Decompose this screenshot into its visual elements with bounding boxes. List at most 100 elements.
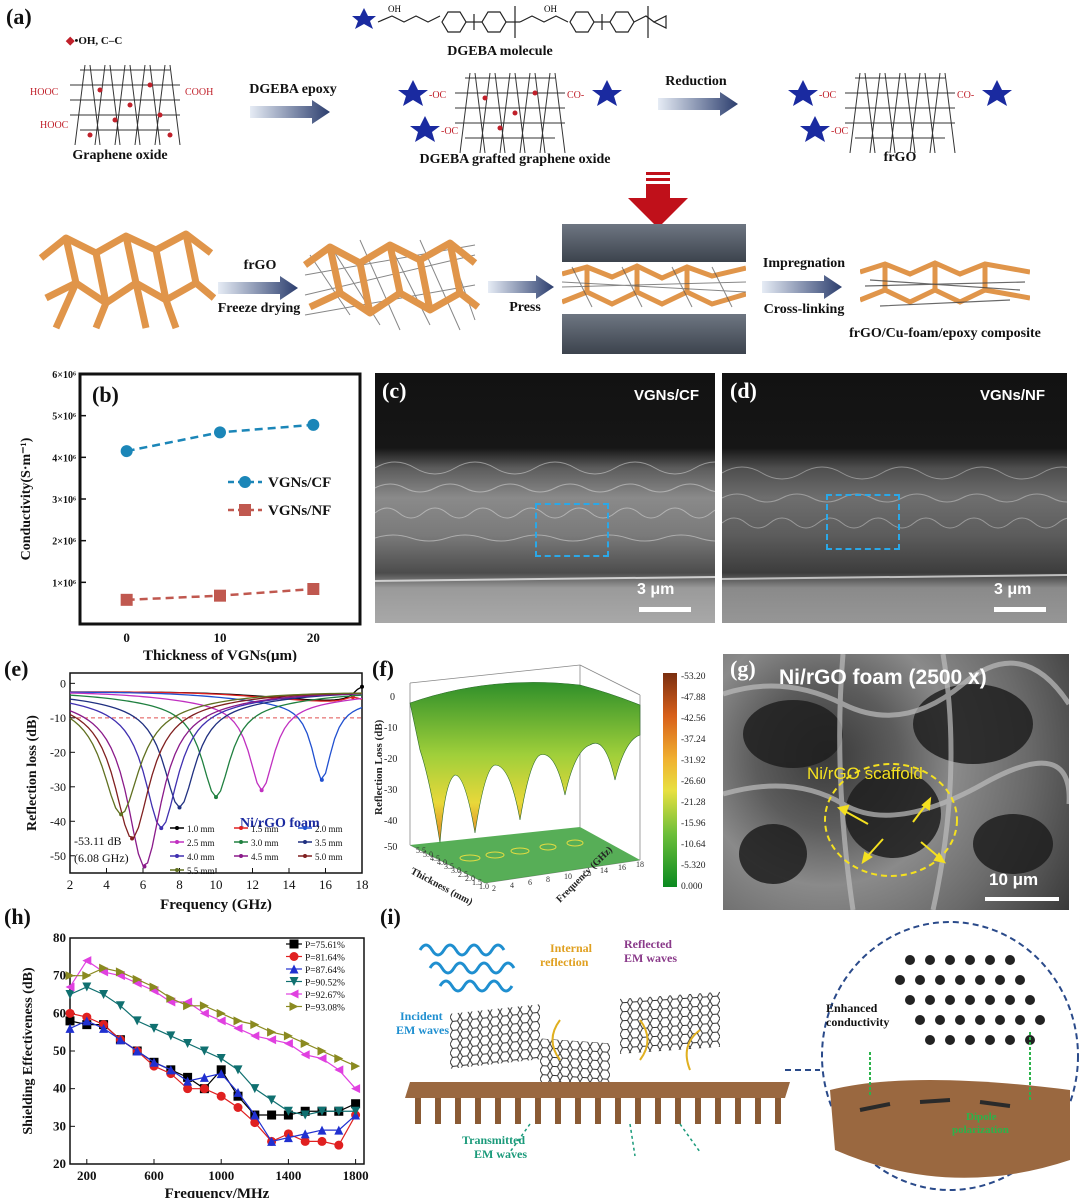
arrow-right-icon	[218, 276, 298, 300]
x-tick-label: 8	[176, 877, 183, 892]
data-point	[317, 1046, 327, 1056]
panel-d-roi-box	[826, 494, 900, 550]
data-point	[65, 990, 75, 999]
x-tick-label: 6	[140, 877, 147, 892]
svg-text:3.5: 3.5	[444, 862, 454, 871]
data-point	[183, 1001, 193, 1011]
svg-text:-5.320: -5.320	[681, 861, 706, 871]
data-point	[183, 1038, 193, 1048]
series-line	[69, 693, 363, 809]
panel-c-title: VGNs/CF	[633, 387, 699, 404]
x-tick-label: 2	[67, 877, 74, 892]
press-plate-top	[562, 224, 746, 262]
data-point	[300, 1050, 310, 1060]
x-tick-label: 200	[77, 1168, 97, 1183]
svg-text:4.0: 4.0	[437, 858, 447, 867]
arrow-right-icon	[250, 100, 330, 124]
data-point	[233, 1087, 243, 1097]
legend-label: 4.5 mm	[251, 852, 279, 862]
legend-label: 4.0 mm	[187, 852, 215, 862]
x-tick-label: 4	[103, 877, 110, 892]
arrow-right-icon	[658, 92, 738, 116]
data-point	[283, 1031, 293, 1041]
annotation-freq: (6.08 GHz)	[74, 851, 129, 865]
data-point	[334, 1125, 344, 1135]
data-point	[351, 1106, 361, 1116]
data-point	[65, 1023, 75, 1033]
panel-h-label: (h)	[4, 904, 31, 929]
series-line	[69, 693, 363, 830]
data-point	[300, 1129, 310, 1139]
panel-f-z-ticks: 0 -10 -20 -30 -40 -50	[384, 692, 397, 853]
panel-e-label: (e)	[4, 656, 29, 681]
composite-caption: frGO/Cu-foam/epoxy composite	[849, 326, 1041, 341]
x-tick-label: 20	[307, 630, 320, 645]
inset-foam	[830, 1080, 1070, 1178]
data-point	[115, 967, 125, 977]
x-axis-label: Thickness of VGNs(μm)	[143, 648, 297, 662]
data-point	[115, 1035, 125, 1045]
svg-text:0.000: 0.000	[681, 882, 703, 892]
legend-marker	[289, 939, 299, 949]
y-tick-label: -50	[50, 849, 66, 863]
data-point	[183, 997, 193, 1007]
svg-text:10: 10	[564, 872, 572, 881]
panel-a: (a) ◆•OH, C–C OH OH DGEBA molecule	[0, 0, 1080, 360]
dgeba-molecule-caption: DGEBA molecule	[447, 44, 553, 59]
data-point	[166, 1065, 176, 1075]
x-tick-label: 10	[214, 630, 227, 645]
legend-marker	[303, 854, 307, 858]
data-point	[199, 1008, 209, 1018]
min-point	[214, 795, 218, 800]
svg-text:-10: -10	[384, 723, 397, 734]
data-point	[216, 1016, 226, 1026]
svg-text:18: 18	[636, 860, 644, 869]
data-point	[65, 1016, 75, 1026]
incident-wave-icon	[418, 943, 516, 993]
incident-label-2: EM waves	[396, 1023, 449, 1037]
panel-g-sem-image: Ni/rGO foam (2500 x) Ni/rGO scaffold 10 …	[723, 654, 1069, 910]
data-point	[334, 1065, 344, 1075]
data-point	[214, 589, 226, 602]
legend-marker	[289, 952, 299, 961]
data-point	[300, 1136, 310, 1146]
y-tick-label: 2×10⁶	[52, 537, 76, 548]
data-point	[300, 1110, 310, 1120]
data-point	[250, 1031, 260, 1041]
panel-g-label: (g)	[730, 656, 756, 681]
y-tick-label: 1×10⁶	[52, 578, 76, 589]
legend-marker	[289, 977, 299, 986]
y-tick-label: 60	[53, 1005, 66, 1020]
data-point	[149, 982, 159, 992]
panel-d-scale-bar	[994, 607, 1046, 612]
y-tick-label: 20	[53, 1156, 66, 1171]
panel-d-scale-label: 3 μm	[994, 581, 1032, 598]
panel-d-sem-image: VGNs/NF 3 μm	[722, 373, 1067, 623]
panel-c-scale-label: 3 μm	[637, 581, 675, 598]
transmitted-label-2: EM waves	[474, 1147, 527, 1161]
legend-label: P=93.08%	[305, 1004, 345, 1014]
x-tick-label: 1000	[208, 1168, 234, 1183]
data-point	[199, 1001, 209, 1011]
y-tick-label: 70	[53, 968, 66, 983]
cooh-label: COOH	[185, 87, 213, 98]
legend-label: P=75.61%	[305, 941, 345, 951]
frgo-caption: frGO	[883, 150, 917, 165]
y-tick-label: 0	[60, 676, 66, 690]
svg-text:0: 0	[390, 692, 395, 703]
y-tick-label: -20	[50, 745, 66, 759]
data-point	[283, 1038, 293, 1048]
y-tick-label: 40	[53, 1081, 66, 1096]
legend-label: 3.5 mm	[315, 838, 343, 848]
data-point	[317, 1106, 327, 1116]
svg-text:-26.60: -26.60	[681, 777, 706, 787]
x-tick-label: 1800	[343, 1168, 369, 1183]
svg-text:OH: OH	[388, 4, 401, 14]
legend-marker	[239, 476, 251, 488]
cu-foam-illustration	[36, 228, 216, 333]
x-tick-label: 16	[319, 877, 333, 892]
data-point	[250, 1020, 260, 1030]
svg-text:2: 2	[492, 884, 496, 893]
svg-text:-20: -20	[384, 754, 397, 765]
step-reduction-label: Reduction	[665, 74, 727, 89]
